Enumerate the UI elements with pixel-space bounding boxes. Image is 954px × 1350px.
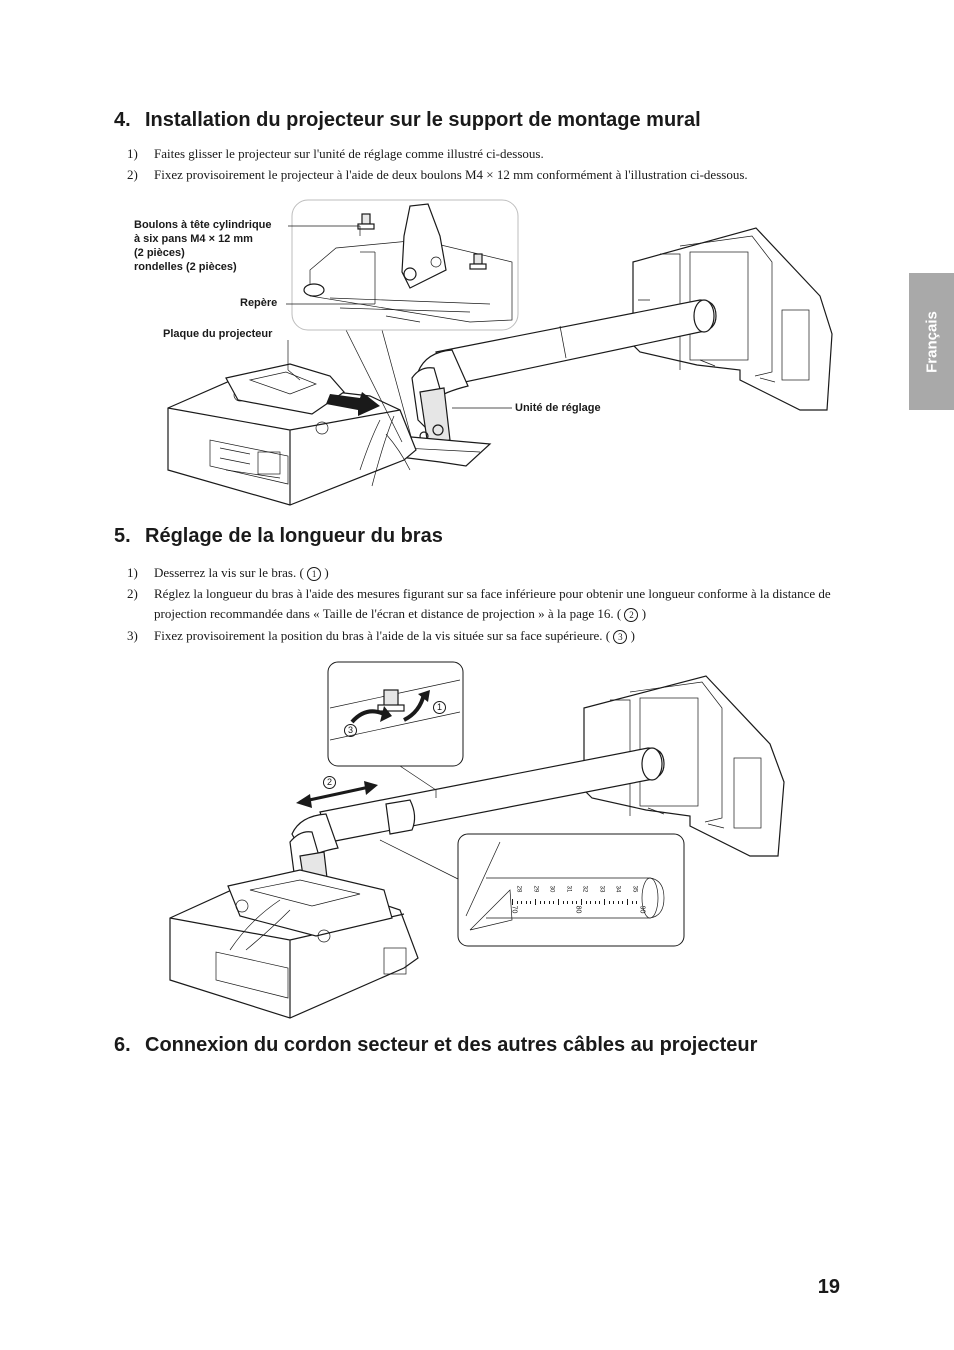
- scale-number-top: 35: [631, 885, 638, 893]
- scale-tick: [512, 899, 513, 905]
- section-title: Connexion du cordon secteur et des autre…: [145, 1034, 758, 1056]
- section-5-heading: 5. Réglage de la longueur du bras: [114, 525, 443, 548]
- scale-number-bottom: 70: [510, 905, 518, 914]
- step-item: 2) Fixez provisoirement le projecteur à …: [127, 165, 839, 185]
- step-number: 2): [127, 167, 138, 182]
- scale-number-top: 28: [515, 885, 522, 893]
- label-projector-plate: Plaque du projecteur: [163, 328, 273, 340]
- step-text-end: ): [630, 628, 635, 643]
- scale-tick: [544, 900, 546, 904]
- scale-number-top: 33: [598, 885, 605, 893]
- step-text: Fixez provisoirement le projecteur à l'a…: [154, 167, 748, 182]
- scale-tick: [636, 900, 638, 904]
- scale-tick: [567, 900, 569, 904]
- scale-tick: [627, 899, 628, 905]
- scale-number-top: 30: [548, 885, 555, 893]
- scale-number-bottom: 90: [638, 905, 646, 914]
- callout-3: 3: [344, 724, 357, 737]
- scale-tick: [571, 900, 573, 904]
- step-text: Desserrez la vis sur le bras. (: [154, 565, 304, 580]
- scale-number-top: 32: [581, 885, 588, 893]
- scale-number-bottom: 80: [574, 905, 582, 914]
- scale-tick: [585, 900, 587, 904]
- scale-tick: [590, 900, 592, 904]
- section-number: 4.: [114, 109, 131, 131]
- scale-number-top: 29: [531, 885, 538, 893]
- scale-tick: [521, 900, 523, 904]
- label-bolts: Boulons à tête cylindrique à six pans M4…: [134, 219, 272, 273]
- section-title: Réglage de la longueur du bras: [145, 525, 443, 547]
- callout-2: 2: [323, 776, 336, 789]
- scale-number-top: 31: [565, 885, 572, 893]
- scale-tick: [516, 900, 518, 904]
- scale-tick: [535, 899, 536, 905]
- section-6-heading: 6. Connexion du cordon secteur et des aut…: [114, 1034, 757, 1057]
- step-text-end: ): [641, 606, 647, 621]
- scale-tick: [617, 900, 619, 904]
- scale-tick: [530, 900, 532, 904]
- step-item: 1) Faites glisser le projecteur sur l'un…: [127, 144, 839, 164]
- language-tab: Français: [909, 273, 954, 410]
- scale-tick: [622, 900, 624, 904]
- step-text: Réglez la longueur du bras à l'aide des …: [154, 586, 831, 621]
- scale-tick: [548, 900, 550, 904]
- page-number: 19: [817, 1276, 840, 1298]
- step-number: 3): [127, 628, 138, 643]
- callout-ref: 1: [307, 567, 322, 581]
- section-number: 5.: [114, 525, 131, 547]
- scale-tick: [576, 900, 578, 904]
- callout-ref: 3: [613, 630, 628, 644]
- step-text: Faites glisser le projecteur sur l'unité…: [154, 146, 544, 161]
- step-number: 2): [127, 586, 138, 601]
- language-tab-label: Français: [923, 310, 940, 373]
- section-4-heading: 4. Installation du projecteur sur le supp…: [114, 109, 701, 132]
- section-number: 6.: [114, 1034, 131, 1056]
- section-title: Installation du projecteur sur le suppor…: [145, 109, 701, 131]
- scale-tick: [631, 900, 633, 904]
- step-item: 2) Réglez la longueur du bras à l'aide d…: [127, 584, 839, 624]
- label-adjustment-unit: Unité de réglage: [515, 402, 601, 414]
- step-number: 1): [127, 146, 138, 161]
- scale-number-top: 34: [614, 885, 621, 893]
- scale-tick: [604, 899, 605, 905]
- callout-1: 1: [433, 701, 446, 714]
- scale-tick: [608, 900, 610, 904]
- scale-tick: [613, 900, 615, 904]
- scale-tick: [594, 900, 596, 904]
- callout-ref: 2: [624, 608, 639, 622]
- scale-tick: [562, 900, 564, 904]
- label-mark: Repère: [240, 297, 278, 309]
- scale-tick: [599, 900, 601, 904]
- scale-tick: [558, 899, 559, 905]
- step-item: 3) Fixez provisoirement la position du b…: [127, 626, 839, 646]
- step-text: Fixez provisoirement la position du bras…: [154, 628, 611, 643]
- step-item: 1) Desserrez la vis sur le bras. ( 1 ): [127, 563, 839, 583]
- scale-tick: [581, 899, 582, 905]
- scale-tick: [553, 900, 555, 904]
- scale-tick: [539, 900, 541, 904]
- step-number: 1): [127, 565, 138, 580]
- step-text-end: ): [324, 565, 329, 580]
- scale-tick: [525, 900, 527, 904]
